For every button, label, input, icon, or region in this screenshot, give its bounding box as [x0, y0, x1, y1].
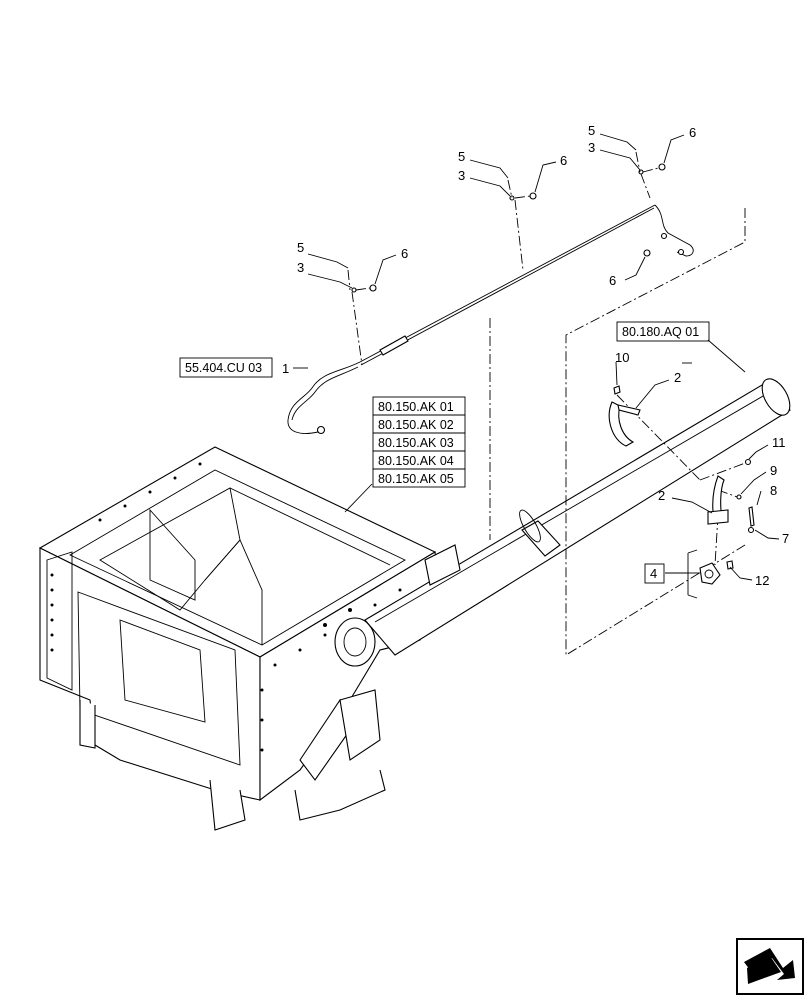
callout-numbers: 5 3 6 5 3 6 5 3 6 6 1 10 2 11 9 8 2 7 12 [282, 123, 789, 588]
callout-6-right: 6 [689, 125, 696, 140]
callout-2-upper: 2 [674, 370, 681, 385]
callout-2-lower: 2 [658, 488, 665, 503]
reference-harness-text[interactable]: 55.404.CU 03 [185, 361, 262, 375]
reference-auger-tube-text[interactable]: 80.180.AQ 01 [622, 325, 699, 339]
callout-6-middle: 6 [560, 153, 567, 168]
callout-9: 9 [770, 463, 777, 478]
reference-box-auger-tube [616, 321, 710, 342]
callout-3-left: 3 [297, 260, 304, 275]
unload-auger-tube [364, 378, 791, 656]
callout-6-left: 6 [401, 246, 408, 261]
callout-8: 8 [770, 483, 777, 498]
reference-tank-2-text[interactable]: 80.150.AK 02 [378, 418, 454, 432]
callout-10: 10 [615, 350, 629, 365]
next-page-arrow-icon[interactable] [736, 938, 804, 995]
reference-box-tank-5 [372, 468, 466, 488]
assembly-box-4 [644, 563, 665, 584]
reference-tank-3-text[interactable]: 80.150.AK 03 [378, 436, 454, 450]
callout-1: 1 [282, 361, 289, 376]
grain-tank [38, 446, 441, 831]
hardware-items [369, 163, 755, 585]
callout-7: 7 [782, 531, 789, 546]
reference-tank-1-text[interactable]: 80.150.AK 01 [378, 400, 454, 414]
callout-3-right: 3 [588, 140, 595, 155]
wire-harness [287, 169, 694, 435]
callout-5-left: 5 [297, 240, 304, 255]
reference-box-harness [179, 357, 273, 378]
callout-3-middle: 3 [458, 168, 465, 183]
reference-tank-5-text[interactable]: 80.150.AK 05 [378, 472, 454, 486]
callout-12: 12 [755, 573, 769, 588]
callout-4: 4 [650, 566, 657, 581]
reference-tank-4-text[interactable]: 80.150.AK 04 [378, 454, 454, 468]
callout-5-middle: 5 [458, 149, 465, 164]
callout-6-lower: 6 [609, 273, 616, 288]
reference-boxes: 55.404.CU 03 80.180.AQ 01 80.150.AK 01 8… [179, 321, 710, 584]
callout-5-right: 5 [588, 123, 595, 138]
callout-leaders [293, 133, 780, 599]
callout-11: 11 [772, 435, 786, 450]
